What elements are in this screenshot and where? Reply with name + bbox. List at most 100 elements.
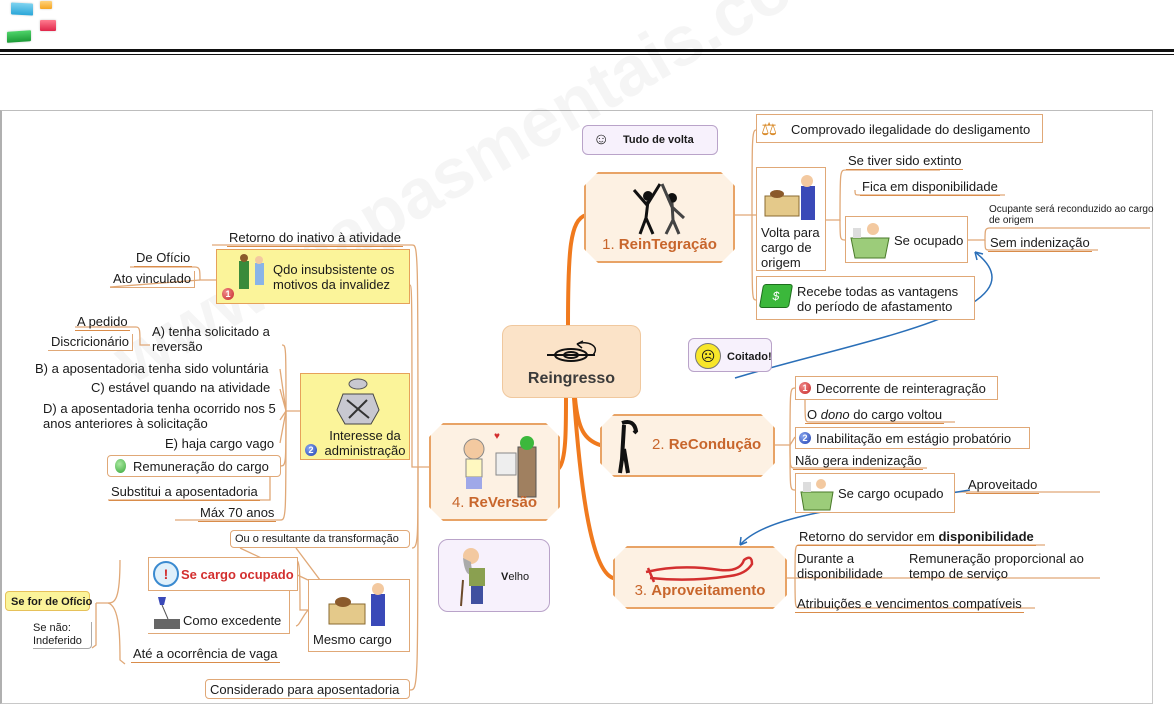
node-text: Se for de Ofício: [11, 596, 93, 608]
node-cond-d[interactable]: D) a aposentadoria tenha ocorrido nos 5 …: [43, 401, 276, 431]
desk-official-icon: [328, 583, 385, 626]
clerk-desk-icon: [850, 223, 890, 259]
node-se-cargo-ocupado-reconducao[interactable]: Se cargo ocupado: [795, 473, 955, 513]
node-retorno-servidor[interactable]: Retorno do servidor em disponibilidade: [797, 529, 1036, 546]
number-badge-1: 1: [222, 288, 234, 300]
number-badge-1: 1: [799, 382, 811, 394]
node-text: Considerado para aposentadoria: [210, 682, 400, 697]
branch-node-aproveitamento[interactable]: 3. Aproveitamento: [613, 546, 787, 609]
root-label: Reingresso: [527, 370, 616, 387]
callout-text: Coitado!: [727, 351, 772, 363]
node-retorno-inativo[interactable]: Retorno do inativo à atividade: [227, 230, 404, 247]
logo-block-red: [40, 20, 56, 31]
node-substitui-aposentadoria[interactable]: Substitui a aposentadoria: [109, 484, 260, 501]
callout-text: Velho: [501, 571, 530, 583]
branch-node-reintegracao[interactable]: 1. ReinTegração: [584, 172, 735, 263]
node-dono-voltou[interactable]: O dono do cargo voltou: [805, 407, 945, 424]
node-text: Como excedente: [183, 613, 282, 628]
node-text: Se cargo ocupado: [838, 486, 944, 501]
node-text: Interesse da administração: [324, 428, 406, 458]
callout-velho: Velho: [438, 539, 550, 612]
number-badge-2: 2: [305, 444, 317, 456]
node-text: Decorrente de reinteragração: [816, 381, 986, 396]
callout-tudo-de-volta: ☺ Tudo de volta: [582, 125, 718, 155]
node-vantagens[interactable]: $ Recebe todas as vantagens do período d…: [756, 276, 975, 320]
logo-block-orange: [40, 1, 52, 9]
node-max-70-anos[interactable]: Máx 70 anos: [198, 505, 277, 522]
node-a-pedido[interactable]: A pedido: [75, 314, 130, 331]
sad-face-icon: ☹: [695, 343, 721, 369]
node-text: Mesmo cargo: [313, 632, 392, 647]
scales-icon: ⚖: [761, 119, 778, 139]
root-node[interactable]: Reingresso: [502, 325, 641, 398]
node-remuneracao-proporcional[interactable]: Remuneração proporcional ao tempo de ser…: [909, 551, 1084, 581]
node-text: Recebe todas as vantagens do período de …: [797, 284, 959, 314]
mindmap-frame: [0, 110, 1153, 704]
node-text: Remuneração do cargo: [133, 459, 269, 474]
node-fica-disponibilidade[interactable]: Fica em disponibilidade: [860, 179, 1000, 196]
node-extinto[interactable]: Se tiver sido extinto: [846, 153, 964, 170]
branch-node-reversao[interactable]: ♥ 4. ReVersão: [429, 423, 560, 521]
branch-title: 2. ReCondução: [652, 436, 762, 453]
branch-title: 3. Aproveitamento: [634, 582, 766, 599]
node-text: Se cargo ocupado: [181, 567, 294, 582]
desk-official-icon: [764, 175, 815, 220]
svg-text:♥: ♥: [494, 431, 500, 442]
node-cond-b[interactable]: B) a aposentadoria tenha sido voluntária: [35, 361, 269, 376]
node-aproveitado[interactable]: Aproveitado: [966, 477, 1040, 494]
node-se-cargo-ocupado-reversao[interactable]: ! Se cargo ocupado: [148, 557, 298, 591]
celebrating-people-icon: [626, 178, 696, 238]
node-mesmo-cargo[interactable]: Mesmo cargo: [308, 579, 410, 652]
node-considerado-aposentadoria[interactable]: Considerado para aposentadoria: [205, 679, 410, 699]
crowd-icon: ☺: [593, 131, 610, 148]
node-text: Volta para cargo de origem: [761, 225, 820, 270]
callout-coitado: ☹ Coitado!: [688, 338, 772, 372]
sad-figure-icon: [614, 419, 644, 477]
node-cond-a[interactable]: A) tenha solicitado a reversão: [152, 324, 270, 354]
node-sem-indenizacao[interactable]: Sem indenização: [988, 235, 1092, 252]
handshake-icon: [239, 254, 264, 289]
warning-icon: !: [153, 561, 179, 587]
stopwatch-icon: [336, 378, 380, 425]
money-bag-icon: [115, 459, 126, 473]
number-badge-2: 2: [799, 432, 811, 444]
node-discricionario[interactable]: Discricionário: [48, 334, 134, 351]
node-de-oficio[interactable]: De Ofício: [134, 250, 193, 267]
node-text: Qdo insubsistente os motivos da invalide…: [273, 262, 395, 292]
node-inabilitacao[interactable]: 2 Inabilitação em estágio probatório: [795, 427, 1030, 449]
node-remuneracao-cargo[interactable]: Remuneração do cargo: [107, 455, 281, 477]
branch-title: 4. ReVersão: [451, 494, 538, 511]
callout-text: Tudo de volta: [623, 134, 694, 146]
node-ocupante-reconduzido[interactable]: Ocupante será reconduzido ao cargo de or…: [989, 204, 1154, 226]
node-interesse-administracao[interactable]: 2 Interesse da administração: [300, 373, 410, 460]
node-se-for-oficio[interactable]: Se for de Ofício: [5, 591, 93, 611]
logo-block-blue: [11, 2, 33, 16]
node-ilegalidade[interactable]: ⚖ Comprovado ilegalidade do desligamento: [756, 114, 1043, 143]
branch-node-reconducao[interactable]: 2. ReCondução: [600, 414, 775, 477]
node-text: Ou o resultante da transformação: [235, 533, 399, 545]
header-rule-thin: [0, 54, 1174, 55]
node-durante-disponibilidade[interactable]: Durante a disponibilidade: [797, 551, 884, 581]
old-man-icon: [460, 548, 485, 607]
clerk-desk-icon: [800, 479, 834, 511]
node-cond-e[interactable]: E) haja cargo vago: [165, 436, 275, 451]
node-ato-vinculado[interactable]: Ato vinculado: [110, 271, 196, 288]
node-se-ocupado[interactable]: Se ocupado: [845, 216, 968, 263]
node-se-nao-indeferido[interactable]: Se não: Indeferido: [33, 622, 92, 649]
money-icon: $: [758, 284, 794, 308]
node-ou-resultante[interactable]: Ou o resultante da transformação: [230, 530, 410, 548]
return-arrow-icon: [547, 340, 597, 362]
node-cond-c[interactable]: C) estável quando na atividade: [91, 380, 271, 395]
crowd-flag-icon: [154, 597, 180, 629]
node-ate-ocorrencia-vaga[interactable]: Até a ocorrência de vaga: [131, 646, 280, 663]
node-text: Comprovado ilegalidade do desligamento: [791, 122, 1031, 137]
node-text: Inabilitação em estágio probatório: [816, 431, 1012, 446]
node-atribuicoes[interactable]: Atribuições e vencimentos compatíveis: [795, 596, 1024, 613]
node-decorrente[interactable]: 1 Decorrente de reinteragração: [795, 376, 998, 400]
elderly-at-computer-icon: ♥: [456, 429, 546, 499]
node-volta-cargo-origem[interactable]: Volta para cargo de origem: [756, 167, 826, 271]
node-como-excedente[interactable]: Como excedente: [148, 591, 290, 634]
node-qdo-insubsistente[interactable]: 1 Qdo insubsistente os motivos da invali…: [216, 249, 410, 304]
node-nao-gera-indenizacao[interactable]: Não gera indenização: [793, 453, 924, 470]
header-rule: [0, 49, 1174, 52]
